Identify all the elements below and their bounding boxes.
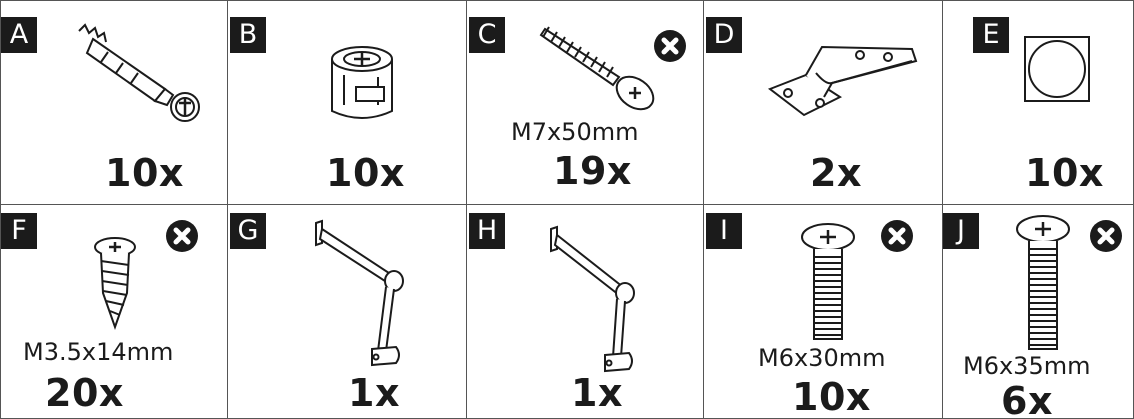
machine-screw-long-icon [1016, 215, 1070, 350]
part-size: M6x30mm [758, 344, 886, 372]
part-quantity: 10x [326, 151, 405, 195]
part-cell-c: C M7x50mm 19x [466, 0, 704, 205]
excluded-x-icon [1090, 220, 1122, 252]
part-cell-e: E 10x [942, 0, 1134, 205]
part-quantity: 20x [45, 371, 124, 415]
part-letter: F [1, 213, 37, 249]
part-quantity: 1x [348, 371, 400, 415]
part-letter: I [706, 213, 742, 249]
part-size: M7x50mm [511, 118, 639, 146]
part-cell-b: B 10x [227, 0, 467, 205]
part-letter: B [230, 17, 266, 53]
excluded-x-icon [881, 220, 913, 252]
part-quantity: 10x [105, 151, 184, 195]
lid-stay-left-icon [315, 219, 404, 367]
lid-stay-right-icon [550, 225, 635, 373]
part-quantity: 19x [553, 149, 632, 193]
part-quantity: 10x [1025, 151, 1104, 195]
part-letter: E [973, 17, 1009, 53]
dowel-cam-bolt-icon [78, 23, 200, 122]
part-cell-i: I M6x30mm 10x [703, 204, 943, 419]
machine-screw-icon [801, 223, 855, 340]
excluded-x-icon [166, 220, 198, 252]
cam-lock-nut-icon [331, 46, 393, 119]
part-letter: G [230, 213, 266, 249]
part-cell-g: G 1x [227, 204, 467, 419]
part-quantity: 6x [1001, 379, 1053, 419]
part-letter: C [469, 17, 505, 53]
part-letter: D [706, 17, 742, 53]
part-size: M6x35mm [963, 352, 1091, 380]
part-cell-a: A 10x [0, 0, 228, 205]
part-cell-f: F M3.5x14mm 20x [0, 204, 228, 419]
long-screw-icon [539, 26, 655, 111]
excluded-x-icon [654, 30, 686, 62]
part-cell-h: H 1x [466, 204, 704, 419]
part-letter: H [469, 213, 505, 249]
part-size: M3.5x14mm [23, 338, 174, 366]
part-letter: A [1, 17, 37, 53]
part-quantity: 1x [571, 371, 623, 415]
part-cell-d: D 2x [703, 0, 943, 205]
wood-screw-icon [94, 237, 136, 331]
part-cell-j: J M6x35mm 6x [942, 204, 1134, 419]
cover-cap-icon [1024, 36, 1090, 102]
part-letter: J [943, 213, 979, 249]
part-quantity: 10x [792, 375, 871, 419]
part-quantity: 2x [810, 151, 862, 195]
cabinet-hinge-icon [767, 45, 918, 117]
